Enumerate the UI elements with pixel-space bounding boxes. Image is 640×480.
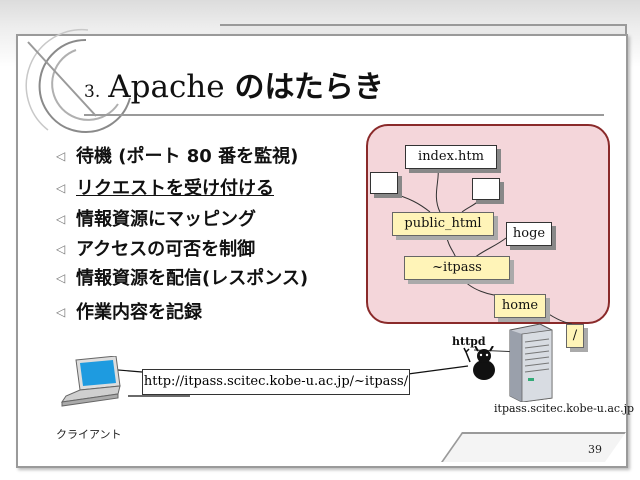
bullet-mark-icon: ◁ (56, 181, 66, 195)
section-number: 3. (84, 82, 101, 102)
bullet-mark-icon: ◁ (56, 149, 66, 163)
blank-file-icon (472, 178, 500, 200)
bullet-mark-icon: ◁ (56, 242, 66, 256)
bullet-item: ◁アクセスの可否を制御 (56, 239, 256, 260)
root-folder: / (566, 324, 584, 348)
bullet-mark-icon: ◁ (56, 305, 66, 319)
page-number: 39 (588, 443, 602, 456)
blank-file-icon (370, 172, 398, 194)
bullet-item: ◁情報資源にマッピング (56, 209, 256, 230)
hoge-file: hoge (506, 222, 552, 246)
request-url: http://itpass.scitec.kobe-u.ac.jp/~itpas… (142, 369, 410, 395)
index-file: index.htm (405, 145, 497, 169)
bullet-item: ◁作業内容を記録 (56, 302, 202, 323)
bullet-item: ◁情報資源を配信(レスポンス) (56, 268, 309, 289)
server-icon (509, 323, 553, 402)
title-japanese: のはたらき (234, 70, 384, 105)
bullet-item: ◁待機 (ポート 80 番を監視) (56, 146, 299, 167)
bullet-mark-icon: ◁ (56, 212, 66, 226)
home-folder: home (494, 294, 546, 318)
itpass-folder: ~itpass (404, 256, 510, 280)
laptop-icon (60, 356, 121, 407)
decorative-arcs (25, 28, 131, 133)
client-label: クライアント (56, 428, 122, 441)
public-html-folder: public_html (392, 212, 494, 236)
slide-title: 3. Apache のはたらき (84, 62, 384, 106)
title-apache: Apache (108, 69, 235, 105)
server-hostname: itpass.scitec.kobe-u.ac.jp (494, 402, 635, 415)
bullet-item: ◁リクエストを受け付ける (56, 178, 274, 199)
title-underline (84, 114, 604, 116)
bullet-mark-icon: ◁ (56, 271, 66, 285)
daemon-icon (463, 346, 495, 380)
httpd-label: httpd (452, 335, 486, 348)
